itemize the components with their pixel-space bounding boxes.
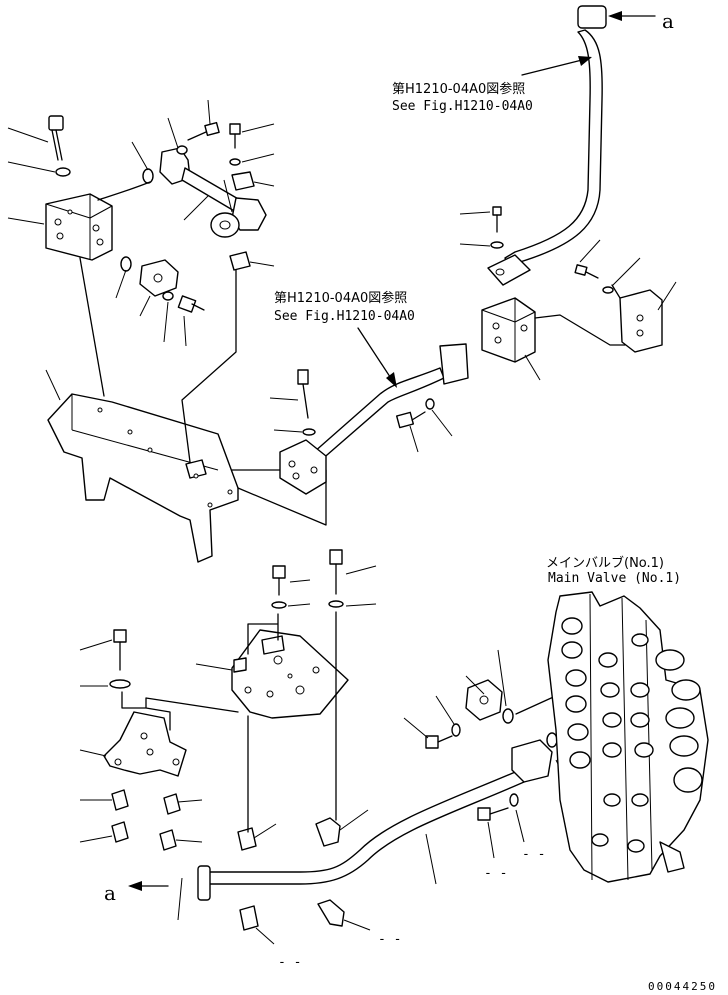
upper-right-bolts [459, 206, 677, 381]
placeholder-1: - - [522, 847, 545, 862]
main-valve-en: Main Valve (No.1) [548, 571, 681, 586]
upper-left-flange [115, 256, 205, 347]
main-valve-jp: メインバルブ(No.1) [546, 555, 664, 571]
placeholder-4: - - [278, 955, 301, 970]
middle-pipe-bolts [269, 369, 453, 453]
upper-left-block [45, 193, 113, 261]
placeholder-3: - - [378, 932, 401, 947]
arrow-a-bottom: a [104, 881, 169, 905]
lower-pipe [177, 739, 553, 921]
drawing-code: 00044250 [648, 980, 717, 993]
lower-plate [195, 611, 349, 719]
ref-top-en: See Fig.H1210-04A0 [392, 99, 533, 114]
ref-mid-jp: 第H1210-04A0図参照 [274, 290, 407, 306]
reference-top-right: 第H1210-04A0図参照 See Fig.H1210-04A0 [392, 56, 592, 114]
upper-right-bracket [534, 284, 663, 353]
upper-right-pipe [487, 5, 607, 286]
arrow-a-top: a [608, 9, 674, 33]
upper-right-block [481, 297, 536, 363]
placeholder-2: - - [484, 866, 507, 881]
lower-clamps [79, 663, 371, 945]
reference-middle: 第H1210-04A0図参照 See Fig.H1210-04A0 [274, 290, 415, 388]
marker-a-top: a [662, 9, 674, 33]
upper-left-bolt [7, 115, 71, 225]
main-valve: メインバルブ(No.1) Main Valve (No.1) [546, 555, 709, 883]
marker-a-bottom: a [104, 881, 116, 905]
upper-bracket [45, 257, 327, 563]
valve-spools [561, 617, 703, 873]
lower-bolts-top [271, 549, 377, 609]
ref-mid-en: See Fig.H1210-04A0 [274, 309, 415, 324]
lower-left-bracket [79, 629, 239, 777]
middle-pipe [279, 343, 469, 495]
ref-top-jp: 第H1210-04A0図参照 [392, 81, 525, 97]
upper-left-small-bolts [176, 99, 275, 271]
